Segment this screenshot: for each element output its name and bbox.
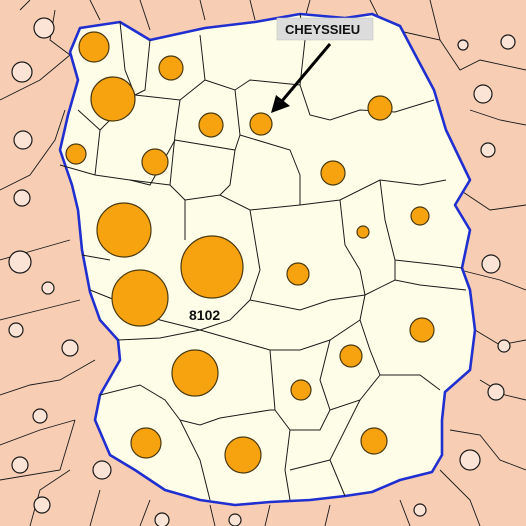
callout-arrow-line: [280, 43, 332, 102]
outer-commune-symbols: [8, 17, 516, 526]
callout-box: [276, 17, 374, 41]
region-code-label: 8102: [189, 307, 220, 323]
internal-commune-borders: [59, 13, 467, 501]
callout-arrowhead: [271, 95, 290, 113]
callout-cheyssieu: CHEYSSIEU: [271, 17, 374, 113]
region-commune-symbols: [65, 31, 435, 474]
callout-label: CHEYSSIEU: [285, 22, 360, 37]
region-8102-boundary: [58, 12, 477, 507]
